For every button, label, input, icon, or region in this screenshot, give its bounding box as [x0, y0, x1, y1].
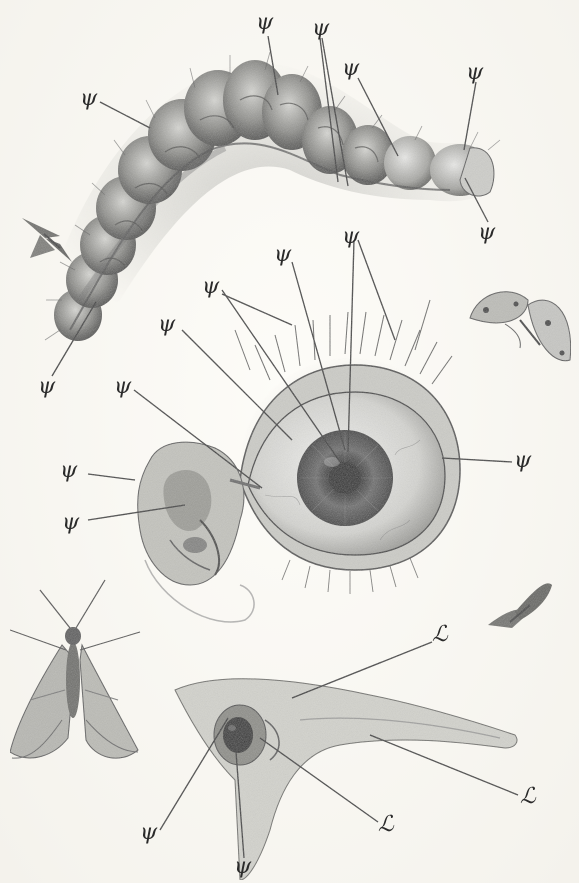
caterpillar-label-7: ψ — [38, 376, 55, 398]
bone-figure — [175, 679, 517, 880]
bone-label-1: ℒ — [432, 624, 448, 646]
caterpillar-label-6: ψ — [478, 222, 495, 244]
eye-label-left-1: ψ — [158, 314, 175, 336]
caterpillar-label-1: ψ — [80, 88, 97, 110]
eye-label-top-1: ψ — [202, 276, 219, 298]
small-moth-right — [488, 583, 552, 628]
eye-label-top-2: ψ — [274, 244, 291, 266]
eye-label-top-3: ψ — [342, 226, 359, 248]
eye-label-right: ψ — [514, 450, 531, 472]
ear-label-1: ψ — [60, 460, 77, 482]
bone-label-5: ψ — [234, 856, 251, 878]
caterpillar-label-3: ψ — [312, 18, 329, 40]
caterpillar-label-2: ψ — [256, 12, 273, 34]
bone-label-2: ℒ — [520, 786, 536, 808]
eye-label-left-2: ψ — [114, 376, 131, 398]
caterpillar-label-5: ψ — [466, 62, 483, 84]
butterfly-right — [470, 292, 571, 361]
ear-label-2: ψ — [62, 512, 79, 534]
bone-label-3: ℒ — [378, 814, 394, 836]
caterpillar-figure — [40, 52, 500, 341]
large-moth-figure — [10, 580, 140, 758]
caterpillar-label-4: ψ — [342, 58, 359, 80]
bone-label-4: ψ — [140, 822, 157, 844]
